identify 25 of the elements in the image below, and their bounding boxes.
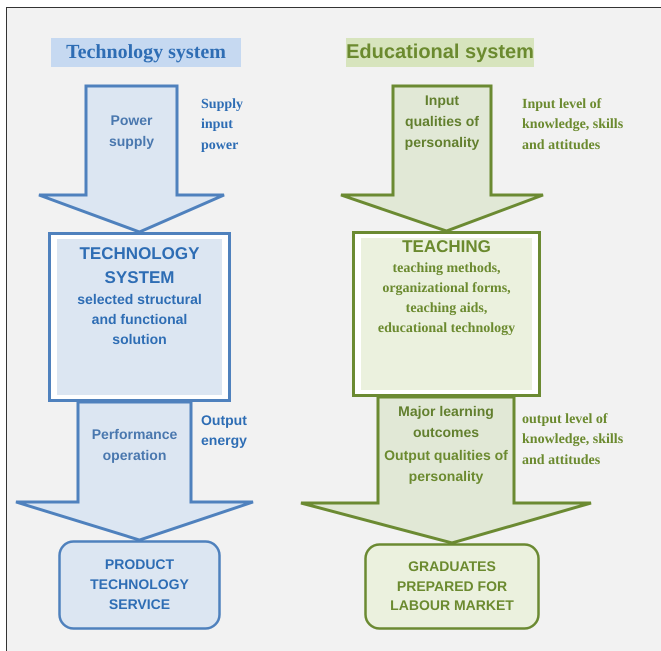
side-note: Input level of knowledge, skills and attitudes	[522, 96, 624, 155]
block-arrow	[300, 396, 592, 545]
column-heading: Technology system	[51, 38, 241, 67]
edge-label: Power supply	[108, 111, 156, 151]
result-box	[364, 543, 540, 630]
block-arrow	[14, 400, 254, 542]
side-note: Output energy	[201, 411, 248, 450]
edge-label: Performance operation	[90, 425, 178, 465]
side-note: output level of knowledge, skills and attitudes	[522, 411, 624, 470]
edge-label: Major learning outcomes	[397, 402, 495, 442]
node-text: GRADUATES PREPARED FOR LABOUR MARKET	[389, 556, 515, 616]
node-text: selected structural and functional solution	[76, 290, 203, 349]
column-heading: Educational system	[346, 38, 534, 67]
side-note: Supply input power	[201, 96, 244, 155]
process-box	[352, 231, 541, 397]
node-text: PRODUCT TECHNOLOGY SERVICE	[89, 555, 190, 614]
edge-label: Input qualities of personality	[404, 91, 480, 152]
box-heading: TEACHING	[402, 236, 491, 258]
block-arrow	[38, 84, 226, 234]
result-box	[58, 540, 221, 630]
block-arrow	[340, 84, 544, 233]
process-box	[48, 232, 231, 402]
node-text: teaching methods, organizational forms, teaching aids, educational technology	[376, 260, 516, 338]
arrow-text: Output qualities of personality	[383, 446, 509, 486]
box-heading: TECHNOLOGY SYSTEM	[78, 243, 200, 290]
